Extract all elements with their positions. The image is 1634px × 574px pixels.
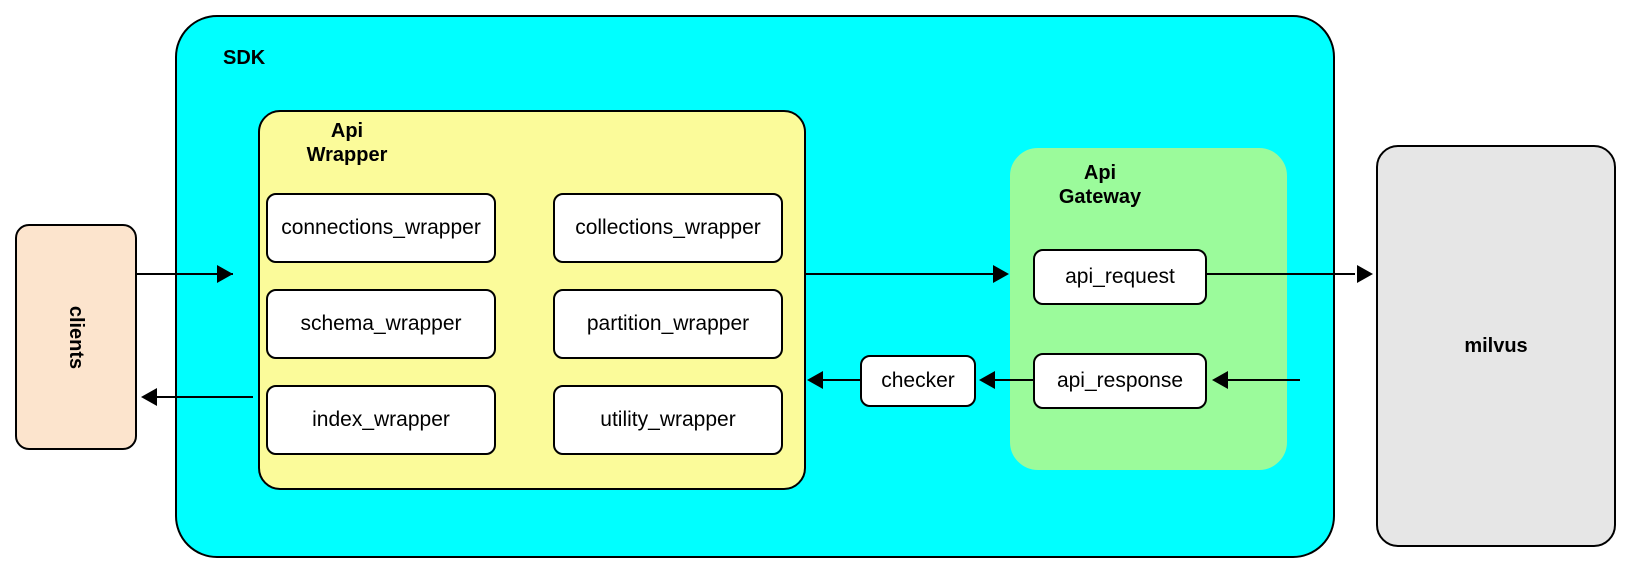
arrowhead-api-wrapper-to-api-gateway [993, 265, 1009, 283]
node-utility-wrapper-label: utility_wrapper [600, 408, 736, 431]
arrowhead-api-request-to-milvus [1357, 265, 1373, 283]
connector-clients-to-api-wrapper [137, 273, 233, 275]
node-clients-label: clients [65, 305, 88, 369]
node-api-request-label: api_request [1065, 265, 1175, 288]
arrowhead-api-response-to-checker [979, 371, 995, 389]
connector-api-wrapper-to-api-gateway [805, 273, 995, 275]
node-index-wrapper[interactable]: index_wrapper [266, 385, 496, 455]
connector-milvus-to-api-response [1228, 379, 1300, 381]
arrowhead-milvus-to-api-response [1212, 371, 1228, 389]
arrowhead-checker-to-api-wrapper [807, 371, 823, 389]
node-partition-wrapper[interactable]: partition_wrapper [553, 289, 783, 359]
node-api-response-label: api_response [1056, 369, 1184, 392]
node-api-request[interactable]: api_request [1033, 249, 1207, 305]
node-checker[interactable]: checker [860, 355, 976, 407]
node-schema-wrapper-label: schema_wrapper [300, 312, 462, 335]
node-schema-wrapper[interactable]: schema_wrapper [266, 289, 496, 359]
node-connections-wrapper[interactable]: connections_wrapper [266, 193, 496, 263]
connector-checker-to-api-wrapper [823, 379, 861, 381]
node-index-wrapper-label: index_wrapper [312, 408, 450, 431]
node-milvus[interactable]: milvus [1376, 145, 1616, 547]
container-api-wrapper-label: Api Wrapper [306, 120, 388, 166]
connector-api-request-to-milvus [1207, 273, 1355, 275]
arrowhead-clients-to-api-wrapper [217, 265, 233, 283]
container-api-gateway-label: Api Gateway [1058, 162, 1142, 208]
node-clients[interactable]: clients [15, 224, 137, 450]
node-connections-wrapper-label: connections_wrapper [281, 216, 481, 239]
connector-api-response-to-checker [995, 379, 1035, 381]
container-api-gateway[interactable]: Api Gateway [1010, 148, 1287, 470]
node-collections-wrapper[interactable]: collections_wrapper [553, 193, 783, 263]
node-milvus-label: milvus [1464, 334, 1528, 357]
connector-api-wrapper-to-clients [157, 396, 253, 398]
arrowhead-api-wrapper-to-clients [141, 388, 157, 406]
node-utility-wrapper[interactable]: utility_wrapper [553, 385, 783, 455]
node-api-response[interactable]: api_response [1033, 353, 1207, 409]
node-collections-wrapper-label: collections_wrapper [575, 216, 761, 239]
node-checker-label: checker [881, 369, 955, 392]
container-sdk-label: SDK [223, 47, 266, 69]
node-partition-wrapper-label: partition_wrapper [586, 312, 750, 335]
